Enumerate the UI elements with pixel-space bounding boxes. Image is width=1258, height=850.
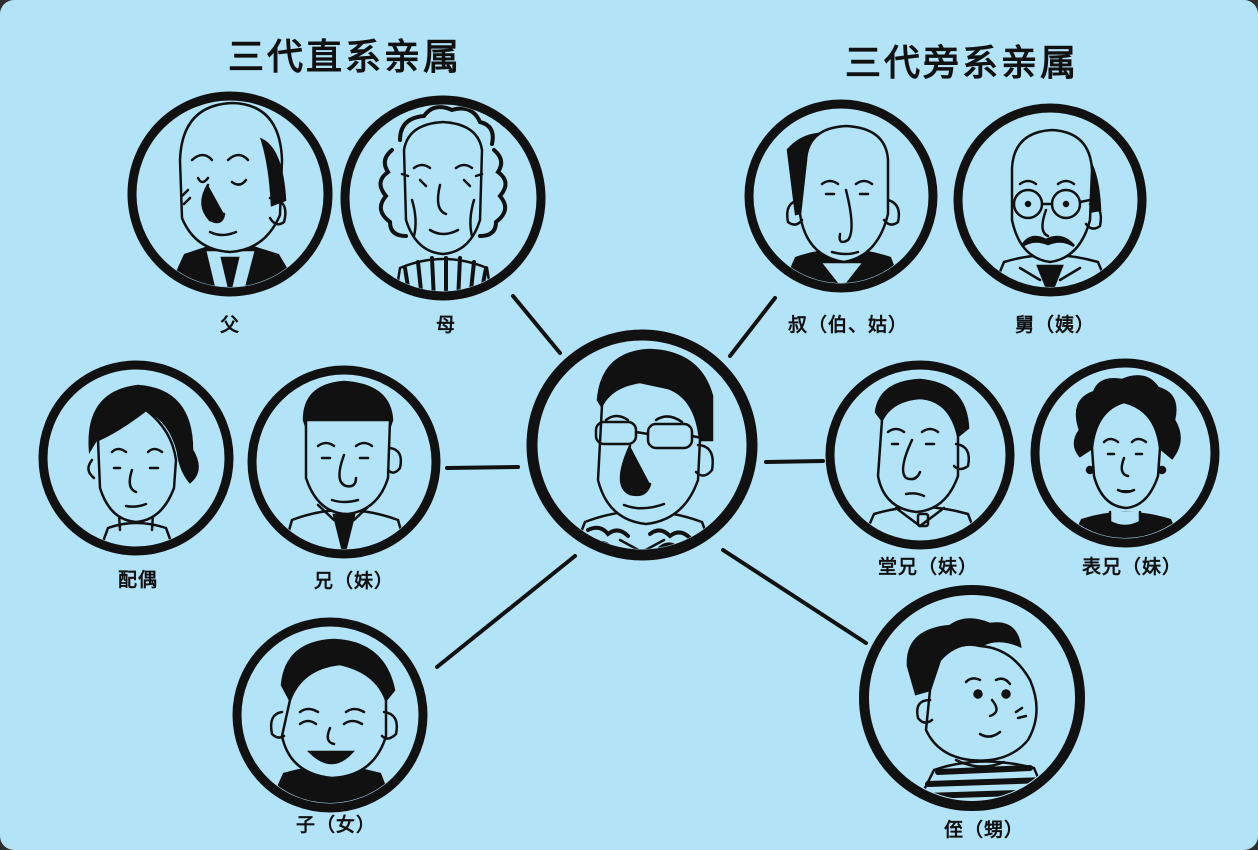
collateral-relatives-heading: 三代旁系亲属 (845, 34, 1079, 86)
connector-uncle (730, 298, 775, 356)
father-portrait (132, 96, 328, 292)
nephew-portrait (864, 590, 1080, 806)
connector-cousin (766, 461, 823, 462)
label-sibling: 兄（妹） (314, 566, 394, 593)
label-spouse: 配偶 (118, 565, 158, 592)
child-portrait (237, 622, 423, 810)
label-maternal-uncle: 舅（姨） (1015, 310, 1095, 337)
label-mother: 母 (436, 310, 456, 337)
connector-child (437, 556, 575, 667)
connector-sibling (447, 467, 518, 468)
label-nephew: 侄（甥） (944, 815, 1024, 842)
maternal-uncle-portrait (958, 108, 1142, 296)
label-cousin-maternal: 表兄（妹） (1082, 552, 1182, 579)
mother-portrait (345, 100, 541, 300)
direct-relatives-heading: 三代直系亲属 (228, 28, 462, 80)
uncle-portrait (749, 104, 933, 290)
spouse-portrait (43, 365, 229, 551)
label-child: 子（女） (296, 810, 376, 837)
connector-mother (513, 296, 560, 353)
label-father: 父 (220, 310, 240, 337)
self-portrait (532, 335, 752, 560)
label-cousin-paternal: 堂兄（妹） (878, 552, 978, 579)
connector-nephew (723, 550, 866, 643)
label-uncle: 叔（伯、姑） (788, 310, 908, 337)
sibling-portrait (252, 370, 436, 555)
cousin-paternal-portrait (830, 365, 1010, 546)
cousin-maternal-portrait (1035, 363, 1215, 546)
